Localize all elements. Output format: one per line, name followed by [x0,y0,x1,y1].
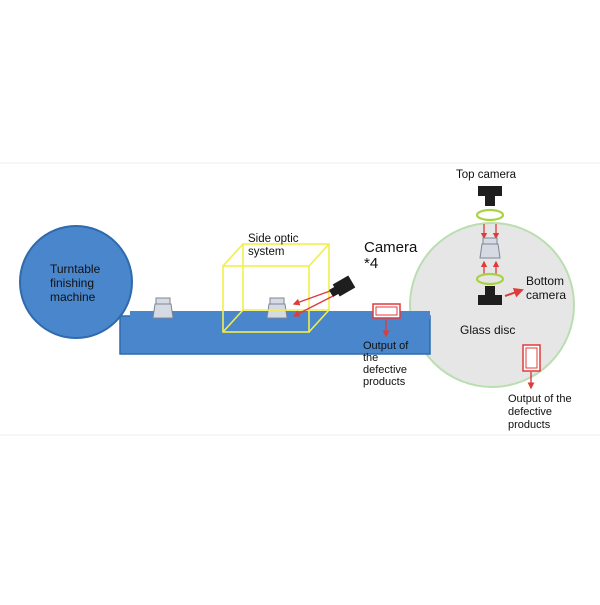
turntable-label: Turntable finishing machine [50,262,104,304]
bottle-2 [266,297,288,319]
camera-icon [329,275,356,297]
camera-arrow-1 [292,290,331,306]
top-camera-label: Top camera [456,169,517,181]
defective-output-left [372,303,401,319]
output-left-label: Output of the defective products [363,340,411,388]
glass-disc-label: Glass disc [460,323,515,337]
bottom-camera-label: Bottom camera [526,274,567,302]
top-camera-icon [478,186,502,206]
bottom-ring-light [475,272,505,286]
turntable-machine [19,225,133,339]
camera4-label: Camera *4 [364,239,422,272]
conveyor-belt [119,315,431,355]
bottom-camera-pointer [504,287,524,298]
camera-arrow-2 [292,295,334,317]
defective-output-right [522,344,541,372]
top-ring-light [475,208,505,222]
output-right-label: Output of the defective products [508,393,575,431]
bottom-camera-icon [478,286,502,305]
bottle-on-disc [479,237,501,259]
side-optic-label: Side optic system [248,233,302,258]
bottle-1 [152,297,174,319]
